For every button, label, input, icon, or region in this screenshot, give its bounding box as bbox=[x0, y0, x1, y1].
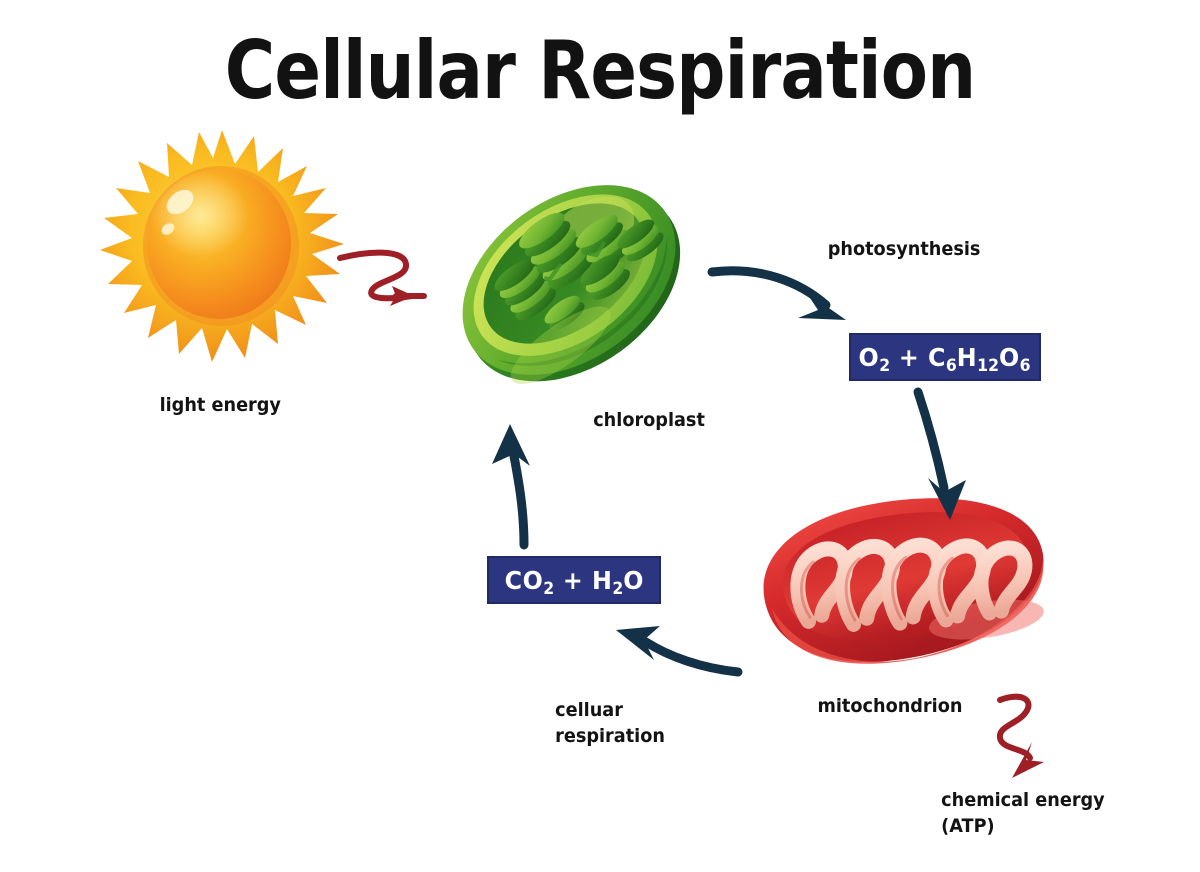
label-light-energy: light energy bbox=[159, 394, 281, 416]
chloroplast-icon bbox=[462, 185, 681, 385]
chloroplast-illustration bbox=[424, 152, 714, 407]
label-photosynthesis: photosynthesis bbox=[827, 238, 981, 260]
formula-box-photosynthesis-inputs: O2 + C6H12O6 bbox=[849, 333, 1041, 381]
mitochondrion-icon bbox=[763, 498, 1044, 664]
label-cellular-respiration: celluar respiration bbox=[555, 699, 665, 747]
page-title: Cellular Respiration bbox=[224, 24, 976, 117]
label-chloroplast: chloroplast bbox=[593, 409, 705, 431]
formula-box-respiration-outputs: CO2 + H2O bbox=[487, 556, 661, 604]
label-chemical-energy: chemical energy (ATP) bbox=[941, 789, 1105, 837]
arrow-mitochondrion-to-co2 bbox=[616, 626, 743, 677]
label-mitochondrion: mitochondrion bbox=[817, 695, 963, 717]
arrow-chloroplast-to-photosynthesis bbox=[707, 266, 846, 320]
arrow-mitochondrion-to-atp bbox=[996, 693, 1044, 778]
sun-icon bbox=[100, 130, 344, 362]
sun-illustration bbox=[88, 128, 356, 388]
formula-text-co2-water: CO2 + H2O bbox=[504, 565, 644, 598]
arrow-co2-to-chloroplast bbox=[492, 424, 530, 550]
formula-text-o2-glucose: O2 + C6H12O6 bbox=[858, 342, 1032, 375]
mitochondrion-illustration bbox=[744, 480, 1064, 685]
